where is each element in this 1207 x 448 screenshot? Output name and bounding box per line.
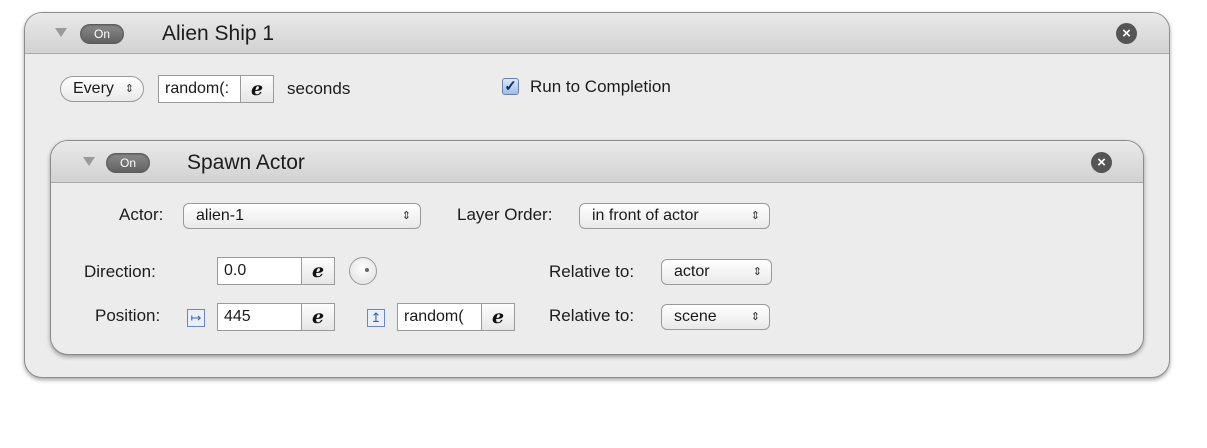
direction-relative-value: actor [674, 263, 710, 280]
layer-order-popup[interactable]: in front of actor ⇕ [579, 203, 770, 229]
close-icon[interactable]: × [1116, 23, 1137, 44]
x-axis-icon: ↦ [187, 309, 205, 327]
interval-value[interactable]: random(: [165, 80, 230, 97]
behavior-title: Spawn Actor [187, 151, 305, 174]
position-relative-popup[interactable]: scene ⇕ [661, 304, 770, 330]
direction-label: Direction: [84, 262, 156, 281]
behavior-title: Alien Ship 1 [162, 22, 275, 45]
layer-order-label: Layer Order: [457, 205, 553, 224]
position-label: Position: [95, 306, 161, 325]
collapse-triangle-icon[interactable] [55, 28, 67, 37]
every-popup-label: Every [73, 80, 114, 97]
actor-value: alien-1 [196, 207, 245, 224]
updown-arrows-icon: ⇕ [750, 311, 760, 323]
behavior-panel-spawn-actor: On Spawn Actor × Actor: alien-1 ⇕ Layer … [50, 140, 1144, 355]
expression-editor-button[interactable]: e [240, 76, 273, 102]
expression-editor-button[interactable]: e [481, 304, 514, 330]
on-toggle-button[interactable]: On [80, 24, 124, 44]
position-relative-label: Relative to: [549, 306, 635, 325]
layer-order-value: in front of actor [592, 207, 699, 224]
position-y-expression-field[interactable]: random( e [397, 303, 515, 331]
position-relative-value: scene [674, 308, 717, 325]
direction-relative-label: Relative to: [549, 262, 635, 281]
updown-arrows-icon: ⇕ [752, 266, 762, 278]
direction-expression-field[interactable]: 0.0 e [217, 257, 335, 285]
dial-indicator-icon [365, 268, 369, 272]
behavior-header: On Alien Ship 1 × [25, 13, 1169, 54]
actor-label: Actor: [119, 205, 164, 224]
every-popup[interactable]: Every ⇕ [60, 76, 144, 102]
expression-editor-button[interactable]: e [301, 304, 334, 330]
on-toggle-button[interactable]: On [106, 153, 150, 173]
collapse-triangle-icon[interactable] [83, 157, 95, 166]
direction-value[interactable]: 0.0 [224, 262, 247, 279]
seconds-label: seconds [287, 79, 351, 98]
updown-arrows-icon: ⇕ [750, 210, 760, 222]
run-to-completion-label[interactable]: Run to Completion [530, 77, 671, 96]
updown-arrows-icon: ⇕ [124, 83, 134, 95]
position-x-value[interactable]: 445 [224, 308, 251, 325]
position-x-expression-field[interactable]: 445 e [217, 303, 335, 331]
expression-editor-button[interactable]: e [301, 258, 334, 284]
run-to-completion-checkbox[interactable]: ✓ [502, 78, 519, 95]
direction-relative-popup[interactable]: actor ⇕ [661, 259, 772, 285]
actor-popup[interactable]: alien-1 ⇕ [183, 203, 421, 229]
interval-expression-field[interactable]: random(: e [158, 75, 274, 103]
y-axis-icon: ↥ [367, 309, 385, 327]
direction-dial[interactable] [349, 257, 377, 285]
position-y-value[interactable]: random( [404, 308, 464, 325]
updown-arrows-icon: ⇕ [401, 210, 411, 222]
close-icon[interactable]: × [1091, 152, 1112, 173]
behavior-header: On Spawn Actor × [51, 141, 1143, 183]
